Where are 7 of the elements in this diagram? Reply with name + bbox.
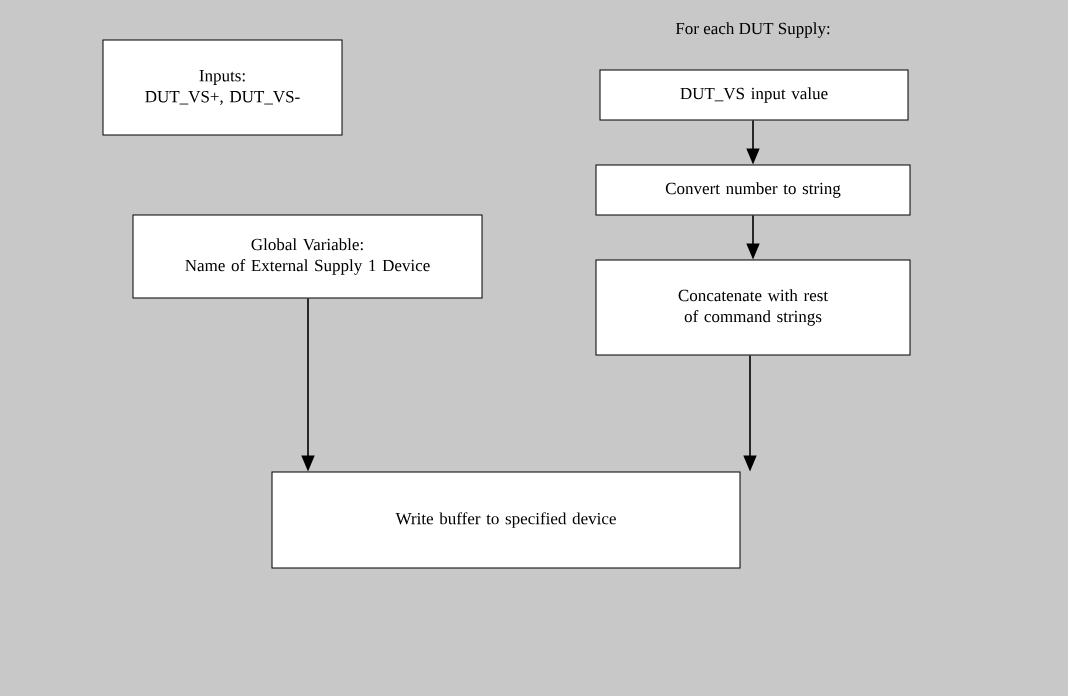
process-box: Concatenate with rest of command strings <box>595 259 911 356</box>
process-box: Convert number to string <box>595 164 911 216</box>
process-box: Write buffer to specified device <box>271 471 741 569</box>
process-box: DUT_VS input value <box>599 69 909 121</box>
heading-text: For each DUT Supply: <box>675 22 830 38</box>
process-box: Global Variable: Name of External Supply 1 Device <box>132 214 483 299</box>
process-box: Inputs: DUT_VS+, DUT_VS- <box>102 39 343 136</box>
